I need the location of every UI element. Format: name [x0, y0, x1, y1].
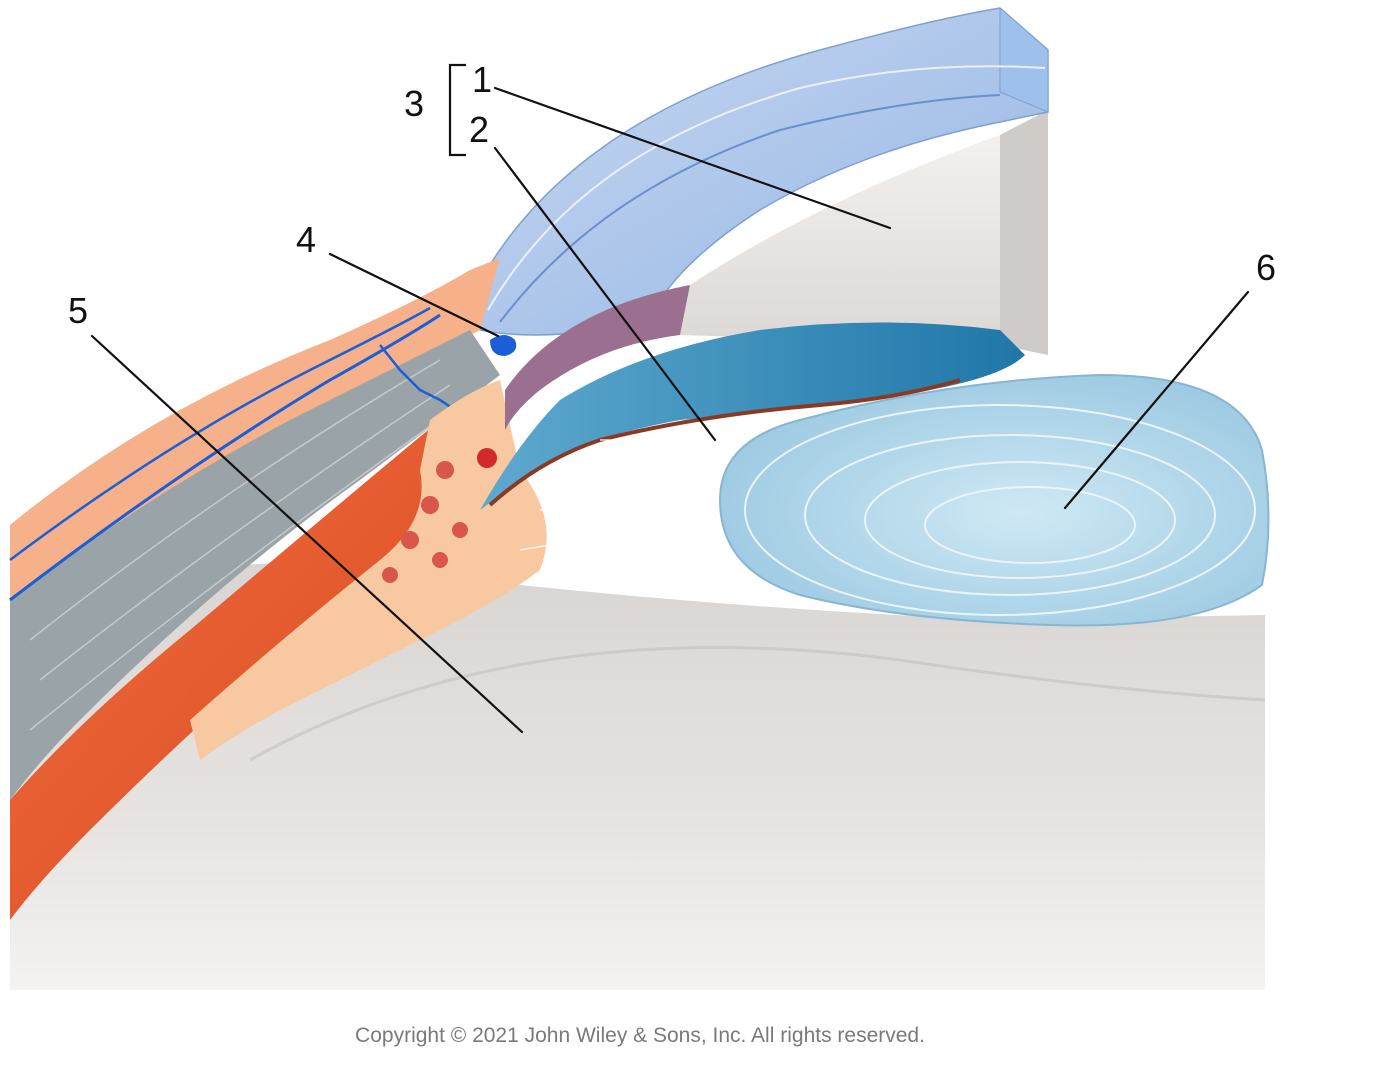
leader-line-1 [493, 86, 892, 230]
ciliary-process-6 [432, 552, 448, 568]
anterior-chamber [680, 135, 1000, 345]
cornea-top-face [999, 6, 1049, 113]
sclera-fiber-3 [29, 404, 461, 731]
zonule-fiber-5 [599, 429, 781, 441]
cornea-endothelium-line [499, 94, 1001, 323]
vessel-2 [9, 306, 431, 562]
label-4: 4 [296, 219, 316, 260]
lens-ring-3 [864, 461, 1176, 579]
ciliary-vessel [477, 448, 497, 468]
vessel-3 [379, 344, 456, 412]
leader-line-6 [1063, 290, 1250, 510]
iris [480, 322, 1025, 510]
ciliary-process-5 [452, 522, 468, 538]
scleral-venous-sinus [490, 335, 517, 356]
sclera-fiber-2 [39, 384, 451, 681]
ciliary-process-3 [401, 531, 419, 549]
ciliary-process-2 [421, 496, 439, 514]
ciliary-process-1 [436, 461, 454, 479]
sclera [10, 330, 500, 800]
zonule-fiber-1 [559, 461, 741, 471]
sclera-fiber-1 [29, 359, 441, 641]
ciliary-body [190, 380, 547, 760]
label-2: 2 [469, 109, 489, 150]
zonule-fiber-2 [539, 496, 736, 511]
leader-line-4 [328, 252, 500, 338]
choroid-outer-band [10, 258, 500, 610]
zonule-fiber-4 [549, 559, 761, 581]
label-6: 6 [1256, 247, 1276, 288]
label-5: 5 [68, 290, 88, 331]
iris-pigment-layer [488, 378, 961, 507]
lens-ring-4 [924, 486, 1136, 564]
lens-ring-1 [744, 404, 1256, 616]
leader-line-5 [90, 334, 524, 734]
iris-base [505, 285, 690, 430]
vessel-1 [9, 313, 441, 602]
cornea-layer-line [487, 65, 1046, 311]
vitreous-inner-curve [249, 646, 1266, 762]
ciliary-muscle [10, 420, 480, 920]
cut-face-block [1000, 110, 1048, 355]
lens [718, 373, 1270, 627]
copyright-notice: Copyright © 2021 John Wiley & Sons, Inc.… [355, 1024, 925, 1047]
bracket-3 [448, 63, 466, 157]
leader-line-2 [493, 146, 717, 442]
label-3: 3 [404, 83, 424, 124]
ciliary-process-4 [382, 567, 398, 583]
zonule-fiber-3 [519, 529, 741, 551]
lens-ring-2 [804, 434, 1216, 596]
label-1: 1 [472, 59, 492, 100]
